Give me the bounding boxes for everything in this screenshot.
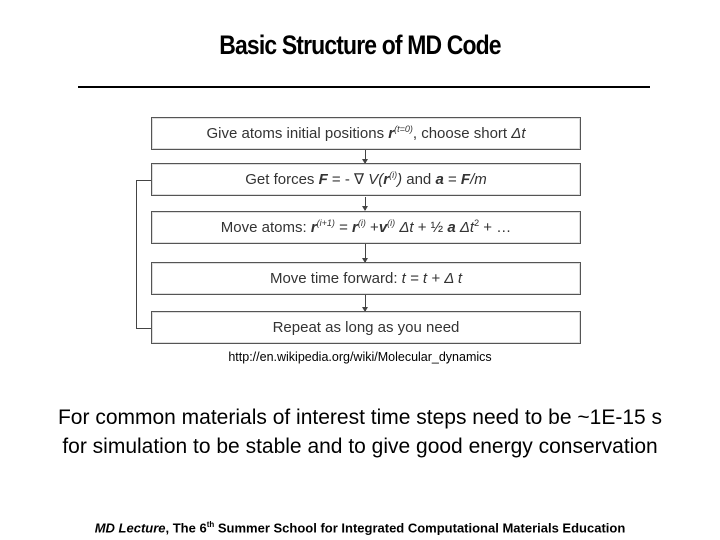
slide-title: Basic Structure of MD Code [219, 30, 501, 60]
flow-step-forces: Get forces F = - ∇ V(r(i)) and a = F/m [151, 163, 581, 196]
loop-back-arrow [136, 180, 151, 181]
flow-arrow [362, 244, 368, 263]
slide-footer: MD Lecture, The 6th Summer School for In… [94, 520, 626, 536]
flow-arrow [362, 197, 368, 211]
body-line-1: For common materials of interest time st… [57, 406, 663, 429]
loop-back-line-bottom [136, 328, 151, 329]
source-url: http://en.wikipedia.org/wiki/Molecular_d… [228, 350, 492, 364]
flow-arrow [362, 150, 368, 164]
flow-step-repeat: Repeat as long as you need [151, 311, 581, 344]
title-divider [78, 86, 650, 88]
body-text: For common materials of interest time st… [0, 403, 720, 461]
flow-arrow [362, 295, 368, 312]
flow-step-initialize: Give atoms initial positions r(t=0), cho… [151, 117, 581, 150]
body-line-2: for simulation to be stable and to give … [62, 435, 658, 458]
flow-step-advance-time: Move time forward: t = t + Δ t [151, 262, 581, 295]
loop-back-line [136, 180, 137, 328]
flow-step-move-atoms: Move atoms: r(i+1) = r(i) +v(i) Δt + ½ a… [151, 211, 581, 244]
